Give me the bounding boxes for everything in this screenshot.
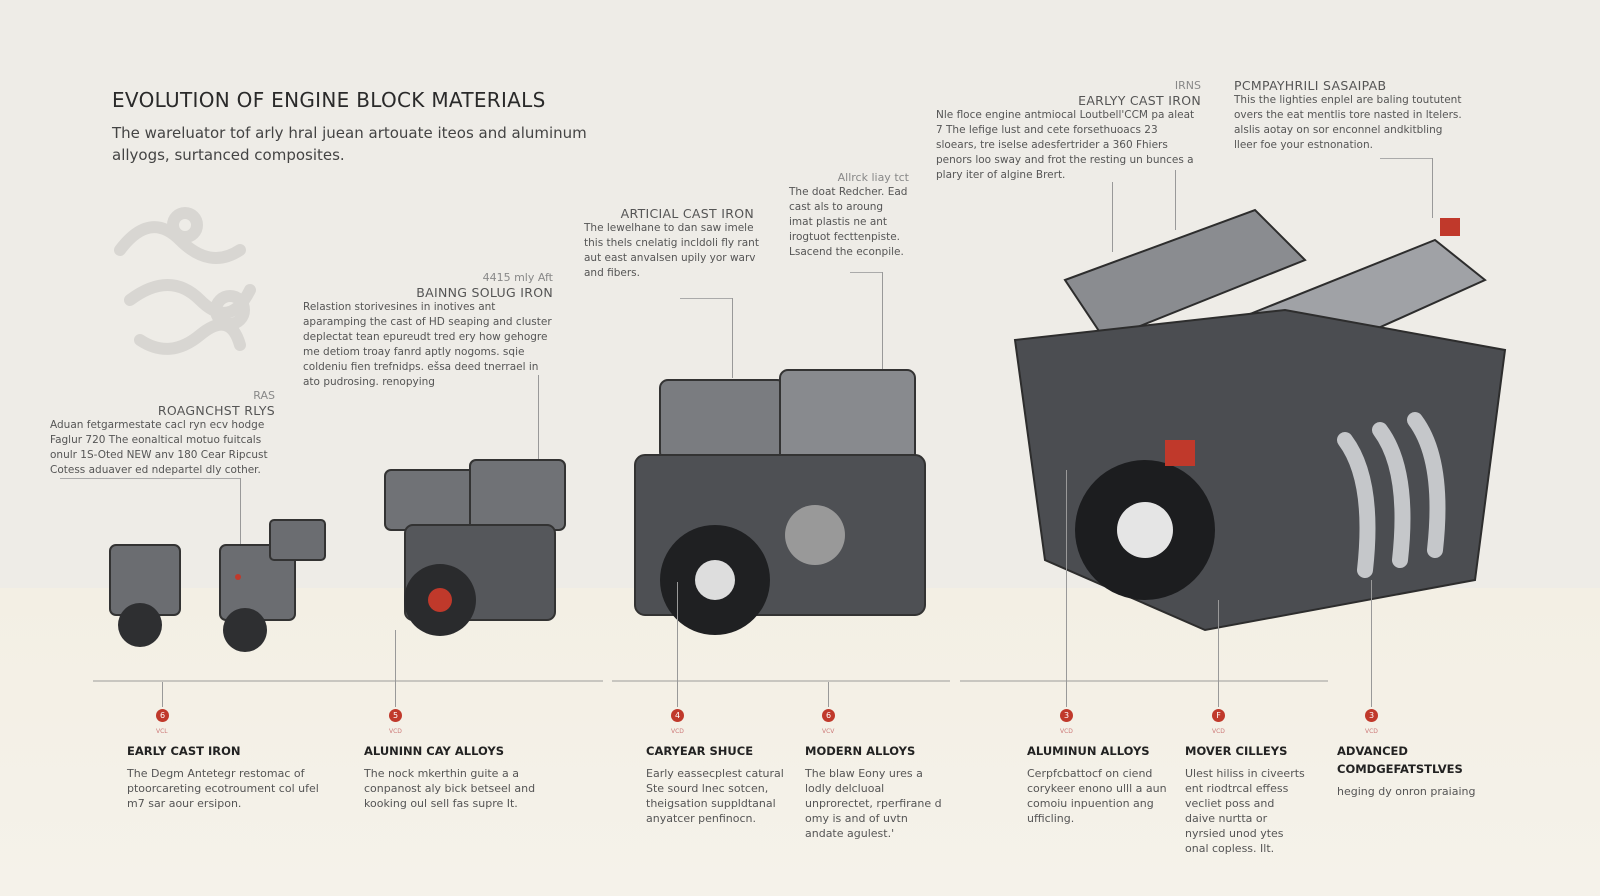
engine-aluminum [384,459,566,636]
engine-advanced [1013,208,1507,632]
gears-illustration [114,207,256,355]
page-subtitle: The wareluator tof arly hral juean artou… [112,124,587,164]
engine-modern [634,369,926,635]
callout-1: RAS ROAGNCHST RLYS Aduan fetgarmestate c… [50,389,275,476]
page-title: EVOLUTION OF ENGINE BLOCK MATERIALS [112,88,546,112]
timeline-line [93,680,603,682]
callout-5: IRNS EARLYY CAST IRON Nle floce engine a… [936,79,1201,181]
callout-6: PCMPAYHRILI SASAIPAB This the lighties e… [1234,78,1462,151]
callout-3: ARTICIAL CAST IRON The lewelhane to dan … [584,206,759,279]
timeline-line [612,680,950,682]
engine-small-pair [109,519,326,652]
callout-4: Allrck liay tct The doat Redcher. Ead ca… [789,171,909,258]
floor-band [0,588,1600,896]
callout-2: 4415 mly Aft BAINNG SOLUG IRON Relastion… [303,271,553,388]
timeline-line [960,680,1328,682]
